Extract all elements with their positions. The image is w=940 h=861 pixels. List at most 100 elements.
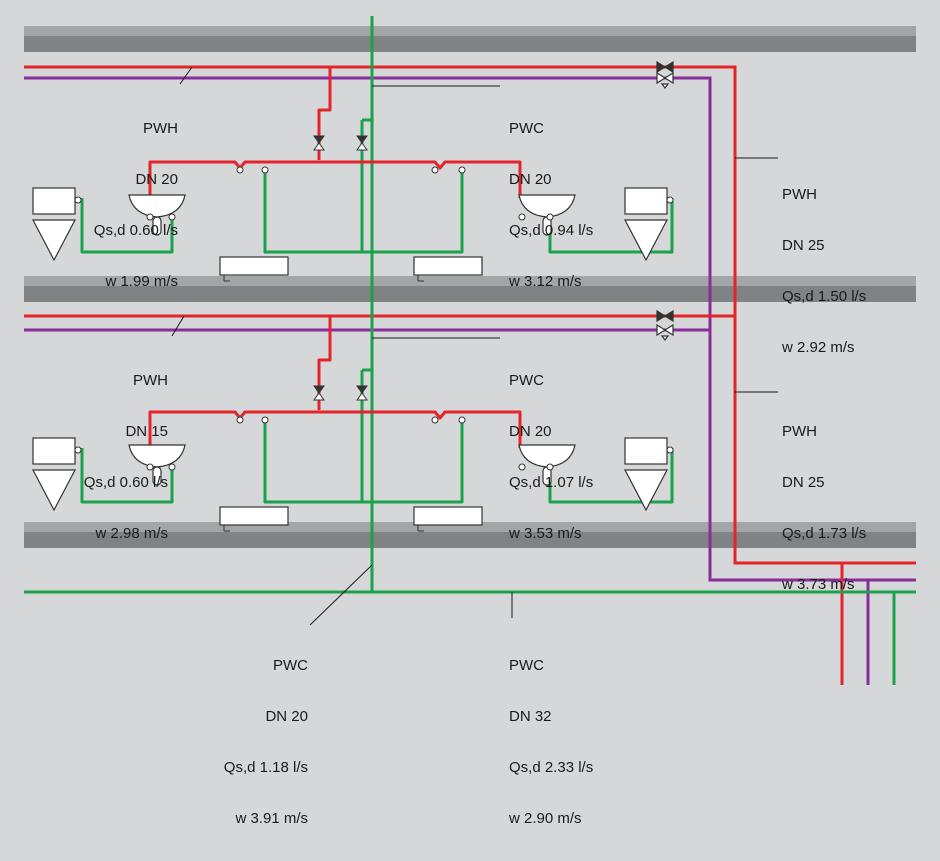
- label-flow: Qs,d 0.60 l/s: [93, 222, 178, 239]
- label-floor2-pwh: PWH DN 15 Qs,d 0.60 l/s w 2.98 m/s: [50, 338, 168, 576]
- valve-half: [356, 385, 368, 394]
- toilet-cistern: [624, 437, 668, 465]
- washbasin-right: [518, 194, 576, 236]
- label-medium: PWH: [782, 186, 817, 203]
- label-riser-pwc: PWC DN 20 Qs,d 1.18 l/s w 3.91 m/s: [190, 623, 308, 861]
- pwc-distribution: [263, 422, 464, 504]
- label-riser-pwh-upper: PWH DN 25 Qs,d 1.50 l/s w 2.92 m/s: [782, 152, 866, 390]
- floor-2-group: [32, 317, 674, 532]
- label-medium: PWC: [509, 120, 544, 137]
- pwc-pipes: [24, 16, 916, 685]
- floor-slab-top: [24, 26, 916, 36]
- piping-diagram: [24, 16, 916, 685]
- shower-tray: [413, 256, 483, 276]
- label-floor1-pwc: PWC DN 20 Qs,d 0.94 l/s w 3.12 m/s: [509, 86, 593, 324]
- label-floor2-pwc: PWC DN 20 Qs,d 1.07 l/s w 3.53 m/s: [509, 338, 593, 576]
- toilet-valve: [74, 196, 82, 204]
- label-floor1-pwh: PWH DN 20 Qs,d 0.60 l/s w 1.99 m/s: [60, 86, 178, 324]
- valves-right: [656, 60, 674, 341]
- valve-half: [313, 385, 325, 394]
- basin-hot-tap: [146, 463, 154, 471]
- floor-1-group: [32, 67, 674, 282]
- pwh-distribution: [148, 410, 522, 448]
- cold-tap: [458, 166, 466, 174]
- label-flow: Qs,d 1.07 l/s: [509, 474, 594, 491]
- pwh-branch-riser: [317, 67, 332, 160]
- label-dn: DN 25: [782, 474, 825, 491]
- label-medium: PWC: [509, 657, 544, 674]
- toilet-bowl: [32, 219, 76, 262]
- label-velocity: w 3.53 m/s: [509, 525, 582, 542]
- valve-half: [313, 142, 325, 151]
- valve-half: [356, 135, 368, 144]
- cold-tap: [261, 416, 269, 424]
- floor-slab-middle: [24, 276, 916, 286]
- label-medium: PWH: [133, 372, 168, 389]
- shower-tray: [413, 506, 483, 526]
- toilet-bowl: [624, 469, 668, 512]
- label-main-pwc: PWC DN 32 Qs,d 2.33 l/s w 2.90 m/s: [509, 623, 593, 861]
- basin-cold-tap: [546, 213, 554, 221]
- shower-tray-right: [413, 256, 483, 282]
- valve-hot-branch: [313, 135, 325, 151]
- pwc-left-toilet-basin: [80, 448, 174, 504]
- leader-floor1-pwh: [179, 66, 193, 85]
- label-medium: PWH: [782, 423, 817, 440]
- floor-slab-middle-dark: [24, 286, 916, 302]
- pwc-right-basin-toilet: [548, 448, 674, 504]
- valve-floor1-circ: [656, 71, 674, 89]
- valve-floor1-pwh: [656, 60, 674, 74]
- basin-hot-tap: [146, 213, 154, 221]
- label-velocity: w 2.98 m/s: [95, 525, 168, 542]
- label-riser-pwh-lower: PWH DN 25 Qs,d 1.73 l/s w 3.73 m/s: [782, 389, 866, 627]
- washbasin-left: [128, 194, 186, 236]
- basin-cold-tap: [168, 213, 176, 221]
- valve-half: [356, 392, 368, 401]
- toilet-left: [32, 437, 76, 512]
- label-medium: PWC: [509, 372, 544, 389]
- basin-cold-tap: [546, 463, 554, 471]
- cold-tap: [458, 416, 466, 424]
- cold-tap: [261, 166, 269, 174]
- label-flow: Qs,d 2.33 l/s: [509, 759, 594, 776]
- shower-tray-right: [413, 506, 483, 532]
- floor-slabs: [24, 26, 916, 548]
- valve-floor2-circ: [656, 323, 674, 341]
- valve-half: [313, 135, 325, 144]
- hot-tap: [236, 166, 244, 174]
- label-dn: DN 20: [265, 708, 308, 725]
- hot-tap: [431, 416, 439, 424]
- label-velocity: w 2.90 m/s: [509, 810, 582, 827]
- toilet-right: [624, 437, 668, 512]
- basin-hot-tap: [518, 213, 526, 221]
- pwh-main-pipes: [24, 65, 916, 685]
- shower-tray: [219, 256, 289, 276]
- leader-floor2-pwh: [171, 315, 185, 337]
- valve-half: [313, 392, 325, 401]
- basin-cold-tap: [168, 463, 176, 471]
- valve-floor2-pwh: [656, 309, 674, 323]
- label-dn: DN 20: [509, 171, 552, 188]
- basin-trap: [152, 466, 162, 486]
- label-dn: DN 20: [509, 423, 552, 440]
- basin-hot-tap: [518, 463, 526, 471]
- toilet-left: [32, 187, 76, 262]
- shower-tray: [219, 506, 289, 526]
- valve-hot-branch: [313, 385, 325, 401]
- hot-tap: [431, 166, 439, 174]
- valve-half: [356, 142, 368, 151]
- pwh-branch-riser: [317, 317, 332, 410]
- basin-trap: [152, 216, 162, 236]
- label-medium: PWC: [273, 657, 308, 674]
- label-velocity: w 3.91 m/s: [235, 810, 308, 827]
- toilet-bowl: [624, 219, 668, 262]
- label-velocity: w 3.73 m/s: [782, 576, 855, 593]
- pwh-distribution: [148, 160, 522, 198]
- washbasin-left: [128, 444, 186, 486]
- label-flow: Qs,d 1.73 l/s: [782, 525, 867, 542]
- label-dn: DN 20: [135, 171, 178, 188]
- toilet-valve: [666, 196, 674, 204]
- floor-fixture-groups: [32, 67, 674, 532]
- pwc-right-basin-toilet: [548, 198, 674, 254]
- shower-tray-left: [219, 506, 289, 532]
